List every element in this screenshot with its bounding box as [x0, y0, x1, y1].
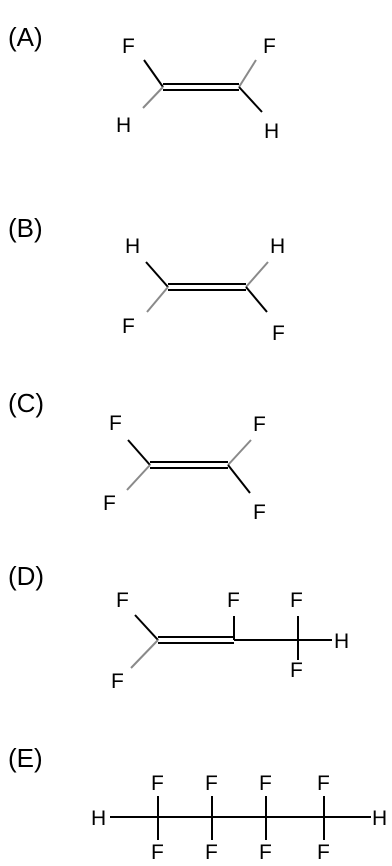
option-d-atom-f: F: [111, 670, 124, 693]
option-d-bond: [130, 639, 159, 669]
option-d-atom-f: F: [227, 589, 240, 612]
option-a-bond: [142, 86, 164, 109]
option-c-label: (C): [8, 388, 44, 418]
option-a-atom-h: H: [264, 120, 279, 143]
option-d-atom-f: F: [290, 589, 303, 612]
option-a-atom-h: H: [116, 114, 131, 137]
option-b-bond: [245, 286, 268, 313]
option-c-bond: [227, 439, 252, 466]
option-b-bond: [145, 261, 169, 288]
option-b: (B) H H F F: [8, 213, 285, 345]
option-b-atom-h: H: [270, 235, 285, 258]
option-c-bond: [227, 464, 251, 494]
option-a-atom-f: F: [263, 35, 276, 58]
option-a-label: (A): [8, 22, 43, 52]
option-e-label: (E): [8, 743, 43, 773]
option-e-atom-f: F: [259, 772, 272, 795]
option-b-bond: [245, 261, 269, 288]
option-d-label: (D): [8, 561, 44, 591]
option-a-bond: [238, 86, 263, 113]
option-e-atom-h: H: [372, 807, 387, 830]
option-d-atom-f: F: [116, 589, 129, 612]
option-c: (C) F F F F: [8, 388, 266, 524]
option-c-atom-f: F: [109, 412, 122, 435]
option-d-bond: [134, 614, 159, 641]
option-e-atom-f: F: [151, 772, 164, 795]
option-b-atom-f: F: [272, 322, 285, 345]
option-b-atom-h: H: [125, 235, 140, 258]
option-a: (A) F F H H: [8, 22, 279, 143]
option-b-bond: [146, 286, 169, 313]
option-e-atom-f: F: [205, 772, 218, 795]
option-d-atom-h: H: [334, 630, 349, 653]
option-e: (E) H H F F F F F F F F: [8, 743, 387, 864]
option-b-label: (B): [8, 213, 43, 243]
option-a-bond: [143, 59, 164, 88]
option-e-atom-f: F: [317, 772, 330, 795]
option-e-atom-f: F: [151, 841, 164, 864]
option-e-atom-f: F: [317, 841, 330, 864]
option-e-atom-f: F: [205, 841, 218, 864]
option-c-atom-f: F: [253, 413, 266, 436]
option-e-atom-f: F: [259, 841, 272, 864]
option-c-bond: [127, 439, 151, 466]
option-c-bond: [126, 464, 151, 491]
option-d: (D) F F F F F H: [8, 561, 349, 693]
option-e-atom-h: H: [91, 807, 106, 830]
option-a-atom-f: F: [122, 35, 135, 58]
option-a-bond: [238, 59, 257, 88]
option-b-atom-f: F: [122, 315, 135, 338]
option-c-atom-f: F: [253, 501, 266, 524]
option-d-atom-f: F: [290, 659, 303, 682]
option-c-atom-f: F: [103, 492, 116, 515]
